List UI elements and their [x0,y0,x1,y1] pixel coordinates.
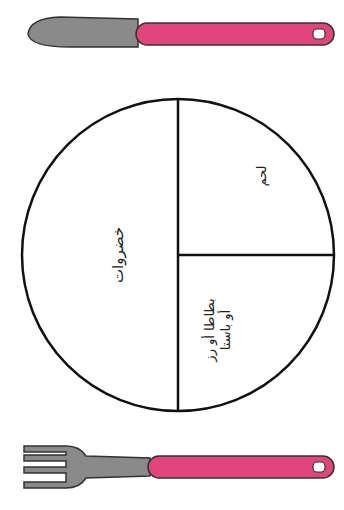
knife-handle [136,23,334,45]
knife [28,17,334,47]
plate-rim [22,99,334,411]
vegetables-section: خضروات [109,145,128,365]
food-label: بطاطا أو رز أو باستا [202,297,235,363]
handle-slot [313,29,325,39]
divider [178,254,334,257]
food-label: خضروات [109,145,128,365]
fork [24,446,334,488]
knife-blade [28,17,138,47]
fork-handle [148,456,334,478]
handle-slot [313,462,325,472]
meat-section: لحم [254,116,270,236]
starch-section: بطاطا أو رز أو باستا [202,297,235,363]
plate [22,99,334,411]
food-label: لحم [254,116,270,236]
fork-head [24,446,150,488]
